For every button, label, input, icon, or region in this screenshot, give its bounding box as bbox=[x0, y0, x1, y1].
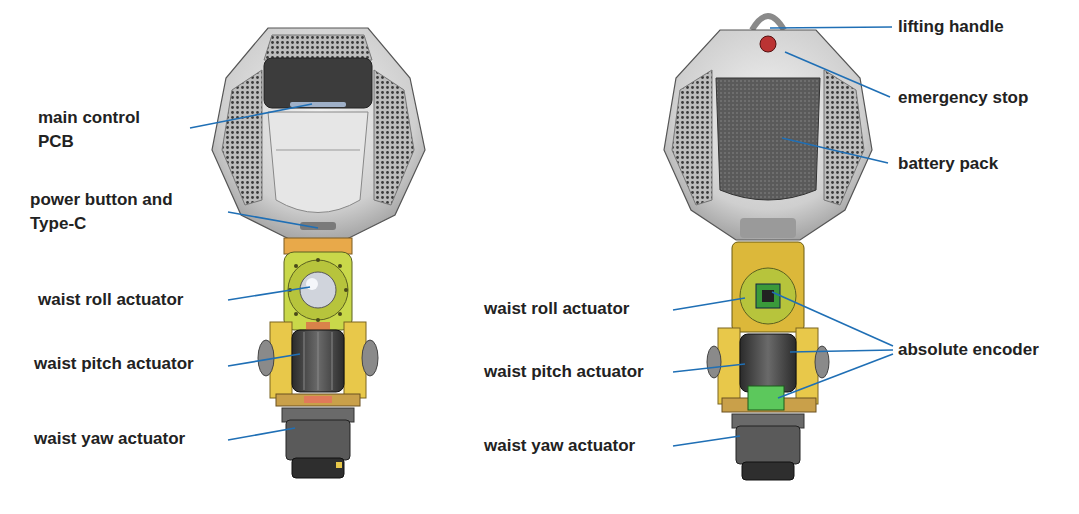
part-label: main control PCB bbox=[38, 106, 166, 154]
part-label: power button and Type-C bbox=[30, 188, 208, 236]
part-label: waist roll actuator bbox=[38, 288, 228, 312]
part-label: waist roll actuator bbox=[484, 297, 674, 321]
part-label: absolute encoder bbox=[898, 338, 1073, 362]
part-label: emergency stop bbox=[898, 86, 1068, 110]
part-label: battery pack bbox=[898, 152, 1068, 176]
part-label: waist yaw actuator bbox=[484, 434, 674, 458]
part-label: waist pitch actuator bbox=[484, 360, 674, 384]
part-label: waist pitch actuator bbox=[34, 352, 228, 376]
leader-lines bbox=[190, 27, 893, 446]
part-label: waist yaw actuator bbox=[34, 427, 228, 451]
front-view bbox=[212, 28, 425, 478]
back-view bbox=[664, 16, 872, 480]
part-label: lifting handle bbox=[898, 15, 1068, 39]
